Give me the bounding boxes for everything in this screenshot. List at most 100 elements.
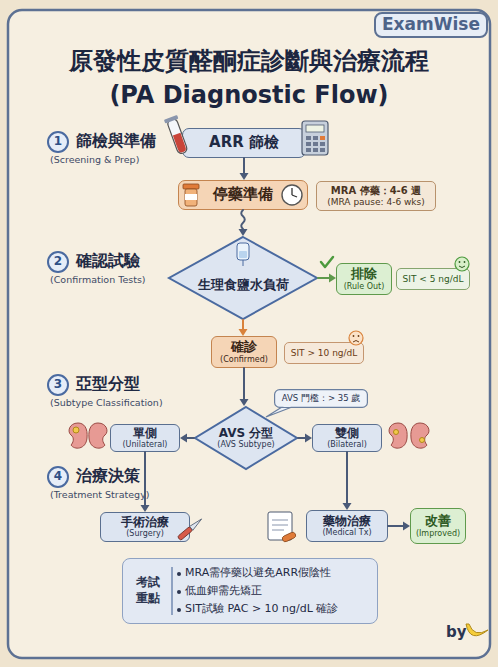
- flow-arrow: [298, 434, 312, 443]
- check-mark: [321, 257, 333, 267]
- arrow-head: [343, 503, 352, 510]
- arrow-line: [241, 210, 245, 229]
- arrow-line: [346, 452, 348, 503]
- decision-diamond: 生理食鹽水負荷: [168, 236, 318, 320]
- flow-arrow: [180, 434, 194, 443]
- node-text: 低血鉀需先矯正: [185, 585, 262, 598]
- bullet-dot: [177, 590, 181, 594]
- flow-arrow: [240, 368, 249, 406]
- scalpel-icon: [177, 517, 203, 540]
- node-text: (AVS Subtype): [217, 440, 274, 449]
- node-text: 3: [54, 378, 62, 392]
- node-text: 1: [54, 135, 62, 149]
- bubble-join: [284, 405, 291, 407]
- arrow-head: [141, 505, 150, 512]
- node-text: 雙側: [335, 427, 359, 441]
- clock-icon: [282, 185, 302, 205]
- speech-bubble: AVS 門檻：> 35 歲: [274, 389, 368, 408]
- arrow-head: [180, 434, 187, 443]
- page-frame: [8, 10, 490, 658]
- flow-arrow: [239, 210, 248, 236]
- node-text: 亞型分型: [76, 375, 140, 393]
- arrow-line: [187, 437, 194, 439]
- flow-arrow: [388, 522, 410, 531]
- outcome-box: 排除(Rule Out): [336, 263, 392, 295]
- node-text: 篩檢與準備: [76, 132, 156, 150]
- arrow-line: [242, 320, 244, 329]
- node-text: (MRA pause: 4-6 wks): [327, 197, 425, 207]
- bullet-dot: [177, 572, 181, 576]
- arrow-head: [329, 274, 336, 283]
- arrow-head: [240, 173, 249, 180]
- node-text: (Treatment Strategy): [50, 490, 149, 501]
- node-text: ExamWise: [382, 15, 480, 35]
- node-text: AVS 門檻：> 35 歲: [282, 394, 361, 404]
- arrow-line: [388, 525, 403, 527]
- threshold-box: SIT < 5 ng/dL: [396, 268, 470, 290]
- node-text: MRA需停藥以避免ARR假陰性: [185, 567, 331, 580]
- step-circle: 2確認試驗(Confirmation Tests): [47, 251, 69, 273]
- diagram-title: 原發性皮質醛酮症診斷與治療流程 (PA Diagnostic Flow): [49, 44, 449, 112]
- arrow-head: [239, 329, 248, 336]
- node-text: (Subtype Classification): [50, 398, 163, 409]
- node-text: 停藥準備: [213, 186, 273, 203]
- flow-arrow: [318, 274, 336, 283]
- process-box: 停藥準備: [178, 180, 308, 210]
- arrow-head: [240, 399, 249, 406]
- node-text: (Improved): [416, 529, 460, 538]
- process-box: 手術治療(Surgery): [100, 512, 190, 542]
- node-text: 單側: [133, 427, 157, 441]
- node-text: 治療決策: [76, 467, 140, 485]
- process-box: 雙側(Bilateral): [312, 424, 382, 452]
- sad-face-icon: [349, 331, 363, 345]
- bullet-dot: [177, 608, 181, 612]
- banana-icon: [466, 624, 488, 636]
- prescription-icon: [268, 512, 297, 543]
- step-circle: 3亞型分型(Subtype Classification): [47, 374, 69, 396]
- arrow-line: [243, 368, 245, 399]
- node-text: AVS 分型: [219, 427, 274, 441]
- node-text: MRA 停藥：4-6 週: [331, 185, 421, 197]
- diamond-shape: [169, 237, 317, 319]
- node-text: (Confirmation Tests): [50, 275, 146, 286]
- signature-label: by: [446, 623, 467, 641]
- separator-line: [171, 567, 173, 615]
- calculator-icon: [302, 121, 328, 155]
- arrow-line: [318, 277, 329, 279]
- arrow-line: [144, 452, 146, 505]
- node-text: (Bilateral): [327, 440, 367, 449]
- node-text: (Medical Tx): [322, 528, 371, 537]
- flow-arrow: [239, 320, 248, 336]
- node-text: SIT < 5 ng/dL: [403, 274, 464, 284]
- arrow-line: [243, 158, 245, 173]
- kidney-bilateral-icon: [389, 423, 429, 448]
- threshold-box: SIT > 10 ng/dL: [284, 342, 364, 364]
- smiley-icon: [455, 257, 469, 271]
- arrow-head: [305, 434, 312, 443]
- process-box: 藥物治療(Medical Tx): [306, 510, 388, 542]
- node-text: (Confirmed): [220, 355, 268, 364]
- arrow-line: [298, 437, 305, 439]
- arrow-head: [403, 522, 410, 531]
- node-text: 生理食鹽水負荷: [198, 278, 289, 293]
- node-text: 4: [54, 470, 62, 484]
- bubble-body: [275, 390, 368, 408]
- node-text: 確認試驗: [76, 252, 140, 270]
- node-text: SIT試驗 PAC > 10 ng/dL 確診: [185, 603, 338, 616]
- node-text: ARR 篩檢: [209, 134, 279, 151]
- node-text: 改善: [425, 514, 451, 529]
- node-text: 2: [54, 255, 62, 269]
- node-text: 確診: [231, 340, 257, 355]
- key-points-box: 考試 重點 MRA需停藥以避免ARR假陰性低血鉀需先矯正 SIT試驗 PAC > 1…: [122, 558, 378, 624]
- outcome-box: 改善(Improved): [410, 508, 466, 544]
- node-text: 排除: [351, 267, 377, 282]
- pill-bottle-icon: [183, 184, 199, 206]
- node-text: 手術治療: [121, 516, 169, 530]
- node-text: (Screening & Prep): [50, 155, 139, 166]
- outcome-box: 確診(Confirmed): [211, 336, 277, 368]
- step-circle: 1篩檢與準備(Screening & Prep): [47, 131, 69, 153]
- node-text: 考試 重點: [131, 574, 165, 606]
- node-text: (Rule Out): [344, 282, 385, 291]
- flow-arrow: [141, 452, 150, 512]
- kidney-unilateral-icon: [69, 423, 107, 448]
